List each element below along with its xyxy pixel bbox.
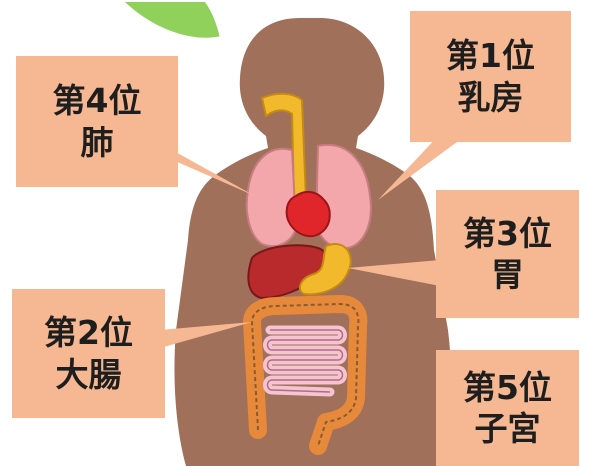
heart: [285, 190, 331, 238]
stomach: [298, 243, 352, 296]
small-intestine-outline: [266, 329, 344, 393]
rank-label: 第3位: [463, 213, 552, 253]
rank-label: 第1位: [446, 36, 535, 76]
callout-rank-4-lung: 第4位 肺: [16, 56, 178, 187]
organ-label: 胃: [491, 255, 524, 294]
body-silhouette: [174, 18, 452, 466]
lung-left: [245, 147, 298, 247]
callout-rank-5-uterus: 第5位 子宮: [436, 350, 579, 466]
callout-rank-2-colon: 第2位 大腸: [12, 289, 165, 418]
callout-rank-3-stomach: 第3位 胃: [436, 190, 579, 318]
rank-label: 第2位: [44, 313, 133, 353]
callout-rank-1-breast: 第1位 乳房: [410, 11, 571, 142]
pointer-stomach: [348, 260, 440, 286]
organ-label: 肺: [80, 122, 114, 162]
rank-label: 第5位: [463, 367, 552, 407]
organ-label: 乳房: [457, 77, 524, 117]
pointer-colon: [160, 322, 252, 348]
organ-label: 大腸: [55, 354, 122, 394]
intestine-outline: [250, 302, 360, 447]
organ-label: 子宮: [474, 409, 541, 448]
leaf-decoration: [117, 0, 225, 42]
rank-label: 第4位: [52, 81, 142, 121]
pointer-breast: [378, 134, 468, 200]
